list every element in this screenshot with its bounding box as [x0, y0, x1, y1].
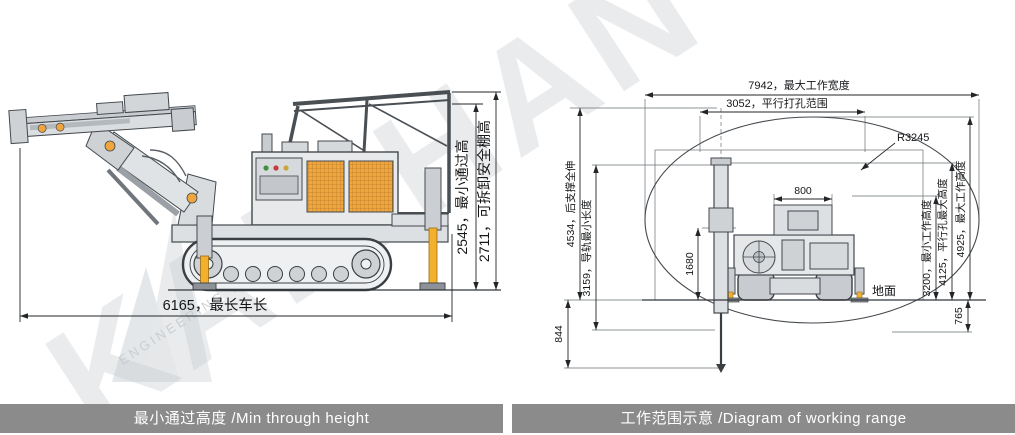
min-through-height-drawing: 6165，最长车长 2545，最小通过高 2711，可拆卸安全棚高: [8, 90, 501, 322]
crawler-track: [815, 271, 853, 301]
hydraulic-hose: [149, 149, 187, 177]
dim-min-through-height: 2545，最小通过高: [454, 139, 470, 254]
machine-rear-view: [708, 157, 869, 373]
boom-pivot-pin: [104, 140, 116, 152]
dim-below-ground-travel: 844: [553, 325, 565, 343]
hydraulic-hose: [141, 155, 181, 183]
engine-top-details: [261, 133, 353, 153]
drill-bit: [716, 364, 726, 373]
dim-max-working-height: 4925，最大工作高度: [954, 160, 967, 257]
rock-drill-drifter: [123, 91, 170, 114]
working-range-ellipse: [644, 116, 980, 324]
indicator-light: [273, 165, 279, 171]
crawler-track: [181, 237, 393, 292]
drifter-carriage: [708, 207, 734, 233]
dim-bottom-offset: 765: [953, 307, 965, 325]
control-panel: [259, 175, 299, 195]
dim-canopy-height: 2711，可拆卸安全棚高: [476, 120, 492, 262]
stabilizer-jacks: [192, 167, 446, 291]
drill-feed: [8, 91, 197, 145]
drill-rod: [29, 118, 131, 131]
dim-radius: R3245: [897, 132, 929, 144]
dim-rear-support-extension: 4534，后支撑全伸: [564, 161, 577, 247]
engine-compartment: [251, 151, 399, 226]
panel-min-through-height: 6165，最长车长 2545，最小通过高 2711，可拆卸安全棚高 最小通过高度…: [0, 0, 503, 435]
dimension-annotations: 6165，最长车长 2545，最小通过高 2711，可拆卸安全棚高: [19, 91, 501, 322]
ground-label: 地面: [872, 284, 896, 298]
feed-cradle: [170, 107, 196, 132]
safety-canopy: [286, 90, 451, 214]
dim-max-working-width: 7942，最大工作宽度: [748, 78, 849, 92]
drill-boom: [85, 121, 217, 226]
dim-head-width: 800: [794, 185, 812, 197]
front-centralizer: [8, 108, 29, 145]
dim-rail-min-length: 3159，导轨最小长度: [580, 199, 593, 296]
dim-parallel-hole-max-height: 4125，平行孔最大高度: [936, 178, 949, 286]
dim-deck-height: 1680: [684, 252, 696, 276]
crawler-track: [737, 271, 775, 301]
radiator-grille: [306, 160, 345, 213]
indicator-light: [263, 165, 269, 171]
stabilizer-jack: [854, 267, 865, 295]
indicator-light: [283, 165, 289, 171]
boom-pivot-pin: [186, 192, 198, 204]
dim-parallel-drilling-range: 3052，平行打孔范围: [726, 96, 827, 110]
radiator-grille: [348, 160, 394, 213]
dimension-annotations: 7942，最大工作宽度 3052，平行打孔范围 R3245 800 1680 4…: [553, 78, 979, 368]
feed-rail-mast: [713, 162, 729, 314]
left-caption-bar: 最小通过高度 /Min through height: [0, 404, 503, 433]
working-range-drawing: 7942，最大工作宽度 3052，平行打孔范围 R3245 800 1680 4…: [553, 78, 986, 373]
right-caption-bar: 工作范围示意 /Diagram of working range: [512, 404, 1015, 433]
dim-min-working-height: 3200，最小工作高度: [920, 199, 933, 296]
panel-working-range: 7942，最大工作宽度 3052，平行打孔范围 R3245 800 1680 4…: [512, 0, 1015, 435]
dim-vehicle-length: 6165，最长车长: [163, 297, 268, 314]
